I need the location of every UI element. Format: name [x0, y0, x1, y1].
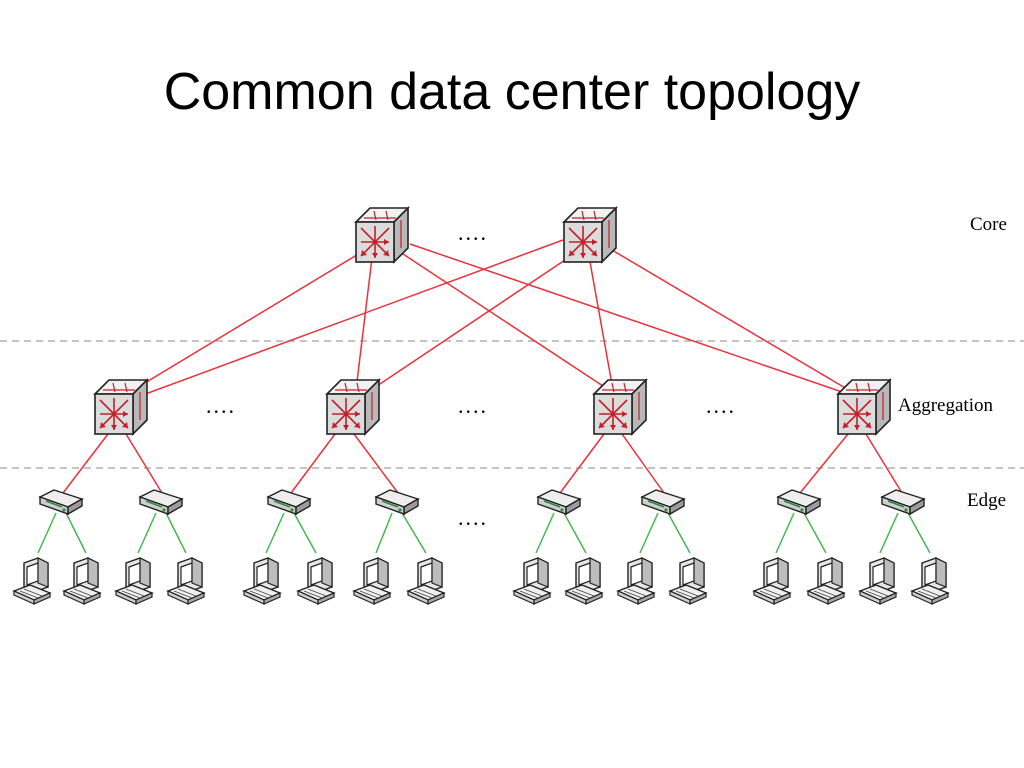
computer-icon — [353, 557, 391, 605]
tier-label-aggregation: Aggregation — [898, 395, 993, 416]
core-aggregation-links — [129, 239, 853, 397]
computer-icon — [407, 557, 445, 605]
core-ellipsis: .... — [458, 220, 488, 245]
computer-icon — [565, 557, 603, 605]
edge-switch-icon — [267, 489, 311, 515]
aggregation-ellipsis: .... — [458, 393, 488, 418]
edge-switch-icon — [881, 489, 925, 515]
edge-host-links — [37, 512, 931, 554]
edge-switch-icon — [375, 489, 419, 515]
aggregation-switch-icon — [837, 379, 891, 435]
edge-switch-icon — [537, 489, 581, 515]
edge-ellipsis: .... — [458, 505, 488, 530]
aggregation-edge-links — [62, 433, 903, 494]
computer-icon — [617, 557, 655, 605]
computer-icon — [115, 557, 153, 605]
hosts — [13, 557, 949, 605]
edge-switch-icon — [139, 489, 183, 515]
core-switch-icon — [563, 207, 617, 263]
edge-switch-icon — [641, 489, 685, 515]
computer-icon — [513, 557, 551, 605]
aggregation-ellipsis: .... — [206, 393, 236, 418]
tier-label-core: Core — [970, 214, 1007, 235]
slide-title: Common data center topology — [163, 63, 861, 121]
core-switch-icon — [355, 207, 409, 263]
computer-icon — [167, 557, 205, 605]
aggregation-ellipsis: .... — [706, 393, 736, 418]
computer-icon — [859, 557, 897, 605]
computer-icon — [911, 557, 949, 605]
computer-icon — [807, 557, 845, 605]
edge-switch-icon — [777, 489, 821, 515]
aggregation-switch-icon — [326, 379, 380, 435]
computer-icon — [669, 557, 707, 605]
aggregation-switch-icon — [593, 379, 647, 435]
tier-label-edge: Edge — [967, 490, 1006, 511]
computer-icon — [243, 557, 281, 605]
computer-icon — [63, 557, 101, 605]
computer-icon — [297, 557, 335, 605]
computer-icon — [13, 557, 51, 605]
computer-icon — [753, 557, 791, 605]
edge-switch-icon — [39, 489, 83, 515]
aggregation-switch-icon — [94, 379, 148, 435]
